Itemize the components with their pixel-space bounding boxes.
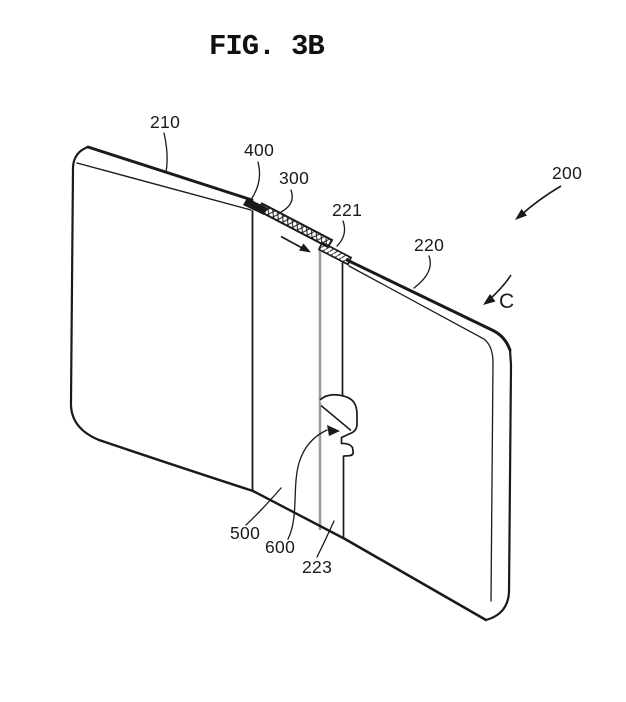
leader-400 bbox=[251, 161, 261, 199]
right-panel-bottom-edge bbox=[343, 537, 488, 622]
left-panel-bottom-edge bbox=[97, 438, 255, 493]
figure-title: FIG. 3B bbox=[209, 30, 325, 63]
right-panel-220 bbox=[343, 258, 513, 622]
ref-label-400: 400 bbox=[244, 140, 275, 160]
leader-500 bbox=[245, 487, 282, 526]
leader-lines bbox=[163, 132, 431, 558]
leader-600 bbox=[287, 429, 328, 540]
ref-label-c: C bbox=[499, 290, 515, 313]
ref-label-600: 600 bbox=[265, 537, 296, 557]
clip-pointer-arrowhead bbox=[327, 425, 340, 436]
leader-221 bbox=[336, 220, 346, 247]
leader-220 bbox=[413, 255, 431, 289]
clip-600 bbox=[319, 393, 358, 457]
ref-label-200: 200 bbox=[552, 163, 583, 183]
ref-label-223: 223 bbox=[302, 557, 333, 577]
leader-210 bbox=[163, 132, 168, 173]
left-panel-outline bbox=[69, 145, 101, 442]
hatched-area-221 bbox=[317, 241, 353, 266]
right-panel-right-edge bbox=[484, 348, 513, 622]
slide-direction-arrow-icon bbox=[280, 235, 311, 253]
ref-label-210: 210 bbox=[150, 112, 181, 132]
right-panel-top-edge bbox=[345, 258, 512, 352]
left-panel-210 bbox=[69, 145, 255, 493]
leader-223 bbox=[316, 520, 335, 558]
ref-label-300: 300 bbox=[279, 168, 310, 188]
arrow-c-icon bbox=[483, 274, 512, 305]
right-panel-inner-line bbox=[348, 265, 494, 602]
ref-label-500: 500 bbox=[230, 523, 261, 543]
left-panel-top-edge bbox=[86, 145, 254, 202]
hinge-bottom-edge bbox=[251, 489, 347, 541]
left-panel-inner-top-line bbox=[76, 162, 252, 211]
arrow-200-icon bbox=[515, 185, 562, 220]
leader-300 bbox=[280, 189, 293, 213]
ref-label-220: 220 bbox=[414, 235, 445, 255]
hatched-band-300 bbox=[256, 202, 334, 249]
ref-label-221: 221 bbox=[332, 200, 363, 220]
